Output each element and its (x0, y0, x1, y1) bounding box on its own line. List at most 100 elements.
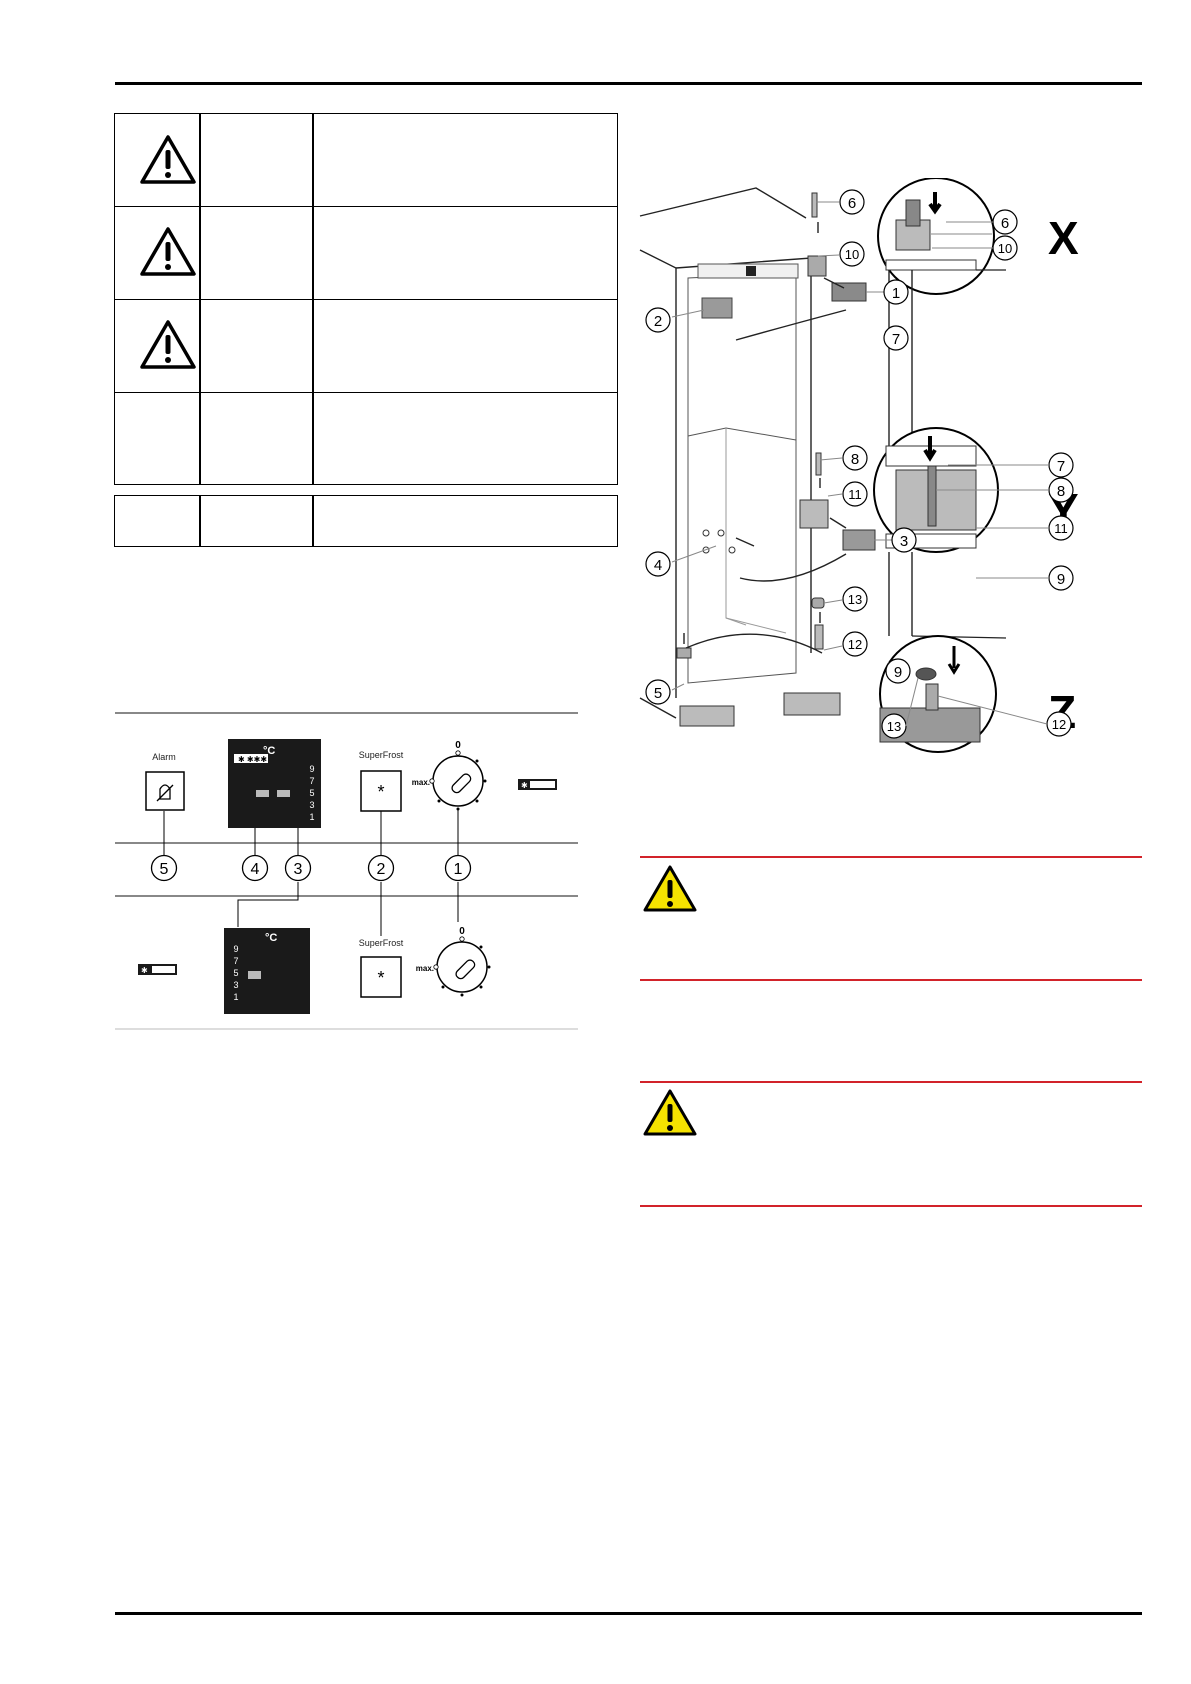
svg-text:5: 5 (654, 685, 662, 702)
svg-text:2: 2 (654, 313, 662, 330)
callout-3: 3 (891, 527, 917, 553)
svg-text:7: 7 (233, 956, 238, 966)
svg-text:5: 5 (233, 968, 238, 978)
warning-triangle-icon (140, 320, 196, 369)
unit-label-upper: °C (263, 745, 275, 757)
svg-text:1: 1 (454, 861, 463, 878)
svg-text:13: 13 (887, 719, 901, 734)
callout-x-10: 10 (992, 235, 1018, 261)
svg-text:3: 3 (309, 800, 314, 810)
callout-12: 12 (842, 631, 868, 657)
svg-text:9: 9 (309, 764, 314, 774)
hinge-cover-3 (842, 529, 876, 551)
callout-1: 1 (444, 854, 472, 882)
svg-text:✱ ✱✱✱: ✱ ✱✱✱ (238, 755, 267, 764)
temperature-display-upper (228, 739, 321, 828)
callout-z-13: 13 (881, 713, 907, 739)
svg-text:9: 9 (1057, 571, 1065, 588)
caution-box-1-top (640, 856, 1142, 858)
svg-text:12: 12 (848, 637, 862, 652)
warning-symbols-table (114, 113, 618, 485)
callout-4: 4 (645, 551, 671, 577)
callout-3: 3 (284, 854, 312, 882)
svg-text:11: 11 (1054, 521, 1068, 536)
warning-triangle-icon (140, 135, 196, 184)
temperature-dial-lower[interactable] (433, 936, 491, 997)
svg-text:11: 11 (848, 487, 862, 502)
svg-text:3: 3 (233, 980, 238, 990)
svg-text:4: 4 (654, 557, 662, 574)
caution-yellow-icon (643, 865, 697, 912)
callout-10: 10 (839, 241, 865, 267)
callout-y-8: 8 (1048, 477, 1074, 503)
callout-z-12: 12 (1046, 711, 1072, 737)
svg-text:5: 5 (309, 788, 314, 798)
freezer-star-icon (234, 754, 268, 763)
dial-max-label: max. (412, 778, 430, 787)
alarm-label: Alarm (152, 752, 176, 762)
svg-text:✱: ✱ (521, 781, 528, 790)
bottom-hinge-right (783, 692, 841, 716)
callout-4: 4 (241, 854, 269, 882)
snowflake-icon: * (377, 782, 384, 802)
dial-zero-label: 0 (455, 740, 461, 751)
callout-13: 13 (842, 586, 868, 612)
snowflake-icon: * (377, 968, 384, 988)
callout-6: 6 (839, 189, 865, 215)
callout-2: 2 (645, 307, 671, 333)
scale-upper: 9 7 5 3 1 (309, 764, 314, 822)
callout-y-11: 11 (1048, 515, 1074, 541)
callout-1: 1 (883, 279, 909, 305)
svg-text:7: 7 (1057, 458, 1065, 475)
svg-text:4: 4 (251, 861, 260, 878)
alarm-mute-icon (156, 784, 174, 802)
svg-text:1: 1 (892, 285, 900, 302)
caution-yellow-icon (643, 1089, 697, 1136)
hinge-cover-2 (701, 297, 733, 319)
pin-8 (815, 452, 822, 476)
bottom-rule (115, 1612, 1142, 1615)
alarm-button[interactable] (145, 771, 185, 811)
callout-y-7: 7 (1048, 452, 1074, 478)
svg-text:6: 6 (1001, 215, 1009, 232)
svg-text:6: 6 (848, 195, 856, 212)
door-hinge-diagram: X Y Z 6 10 1 2 7 8 11 3 4 13 12 5 9 6 10… (639, 178, 1079, 753)
callout-x-6: 6 (992, 209, 1018, 235)
svg-text:10: 10 (998, 241, 1012, 256)
dial-zero-label-lower: 0 (459, 926, 465, 937)
caution-box-2-bottom (640, 1205, 1142, 1207)
control-panel-diagram: Alarm ✱ ✱✱✱ °C 9 7 5 3 1 SuperFrost * 0 … (115, 712, 578, 1030)
callout-11: 11 (842, 481, 868, 507)
foot-5 (676, 647, 692, 659)
svg-text:13: 13 (848, 592, 862, 607)
indicator-led (277, 790, 290, 797)
callout-7: 7 (883, 325, 909, 351)
bottom-hinge-left (679, 705, 735, 727)
note-table (114, 495, 618, 547)
svg-text:2: 2 (377, 861, 386, 878)
callout-5: 5 (150, 854, 178, 882)
svg-text:8: 8 (1057, 483, 1065, 500)
callout-y-9: 9 (1048, 565, 1074, 591)
unit-label-lower: °C (265, 932, 277, 944)
detail-letter-x: X (1048, 212, 1079, 264)
callout-9: 9 (885, 658, 911, 684)
bushing-13 (811, 597, 825, 609)
pin-6 (811, 192, 818, 218)
callout-8: 8 (842, 445, 868, 471)
superfrost-label: SuperFrost (359, 750, 404, 760)
svg-text:1: 1 (309, 812, 314, 822)
superfrost-label-lower: SuperFrost (359, 938, 404, 948)
detail-x (877, 178, 995, 295)
svg-text:10: 10 (845, 247, 859, 262)
hinge-cover-1 (831, 282, 867, 302)
temperature-dial-upper[interactable] (429, 750, 487, 811)
caution-box-2-top (640, 1081, 1142, 1083)
temperature-display-lower (224, 928, 310, 1014)
callout-5: 5 (645, 679, 671, 705)
superfrost-button-lower[interactable] (360, 956, 402, 998)
svg-text:9: 9 (233, 944, 238, 954)
callout-2: 2 (367, 854, 395, 882)
svg-text:7: 7 (309, 776, 314, 786)
svg-text:12: 12 (1052, 717, 1066, 732)
